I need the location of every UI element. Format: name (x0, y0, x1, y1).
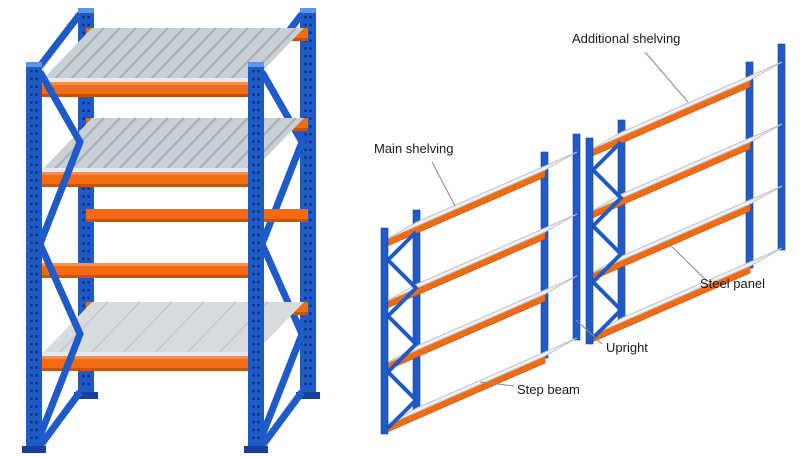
upright (380, 227, 389, 435)
label-upright: Upright (606, 340, 648, 355)
shelf (384, 151, 578, 248)
leader-upright (575, 319, 603, 345)
label-step-beam: Step beam (517, 382, 580, 397)
leader-main-shelving (431, 161, 456, 207)
main-shelving-rack (380, 133, 581, 435)
front-right-upright (248, 62, 264, 452)
shelf (384, 213, 578, 310)
additional-shelving-rack (585, 43, 786, 345)
label-additional-shelving: Additional shelving (572, 31, 681, 46)
label-main-shelving: Main shelving (374, 141, 454, 156)
leader-lines (431, 51, 707, 387)
end-frame-bracing (385, 230, 419, 430)
front-beams (30, 82, 264, 371)
leader-additional-shelving (644, 51, 689, 103)
upright (585, 137, 594, 345)
right-frame-bracing (258, 11, 306, 449)
upright (572, 133, 581, 341)
back-left-upright (78, 8, 94, 398)
upright (745, 61, 754, 269)
leader-step-beam (479, 381, 515, 387)
left-rack-photo (22, 8, 320, 453)
front-left-upright (26, 62, 42, 452)
upright (777, 43, 786, 251)
upright (540, 151, 549, 359)
steel-deck-level-1 (40, 27, 304, 83)
steel-deck-level-4 (40, 301, 304, 357)
shelf (589, 247, 783, 344)
end-frame-bracing (590, 140, 624, 340)
leader-steel-panel (667, 242, 707, 281)
upright (412, 209, 421, 417)
label-steel-panel: Steel panel (700, 276, 766, 291)
back-right-upright (300, 8, 316, 398)
upright (617, 119, 626, 327)
shelf (589, 123, 783, 220)
